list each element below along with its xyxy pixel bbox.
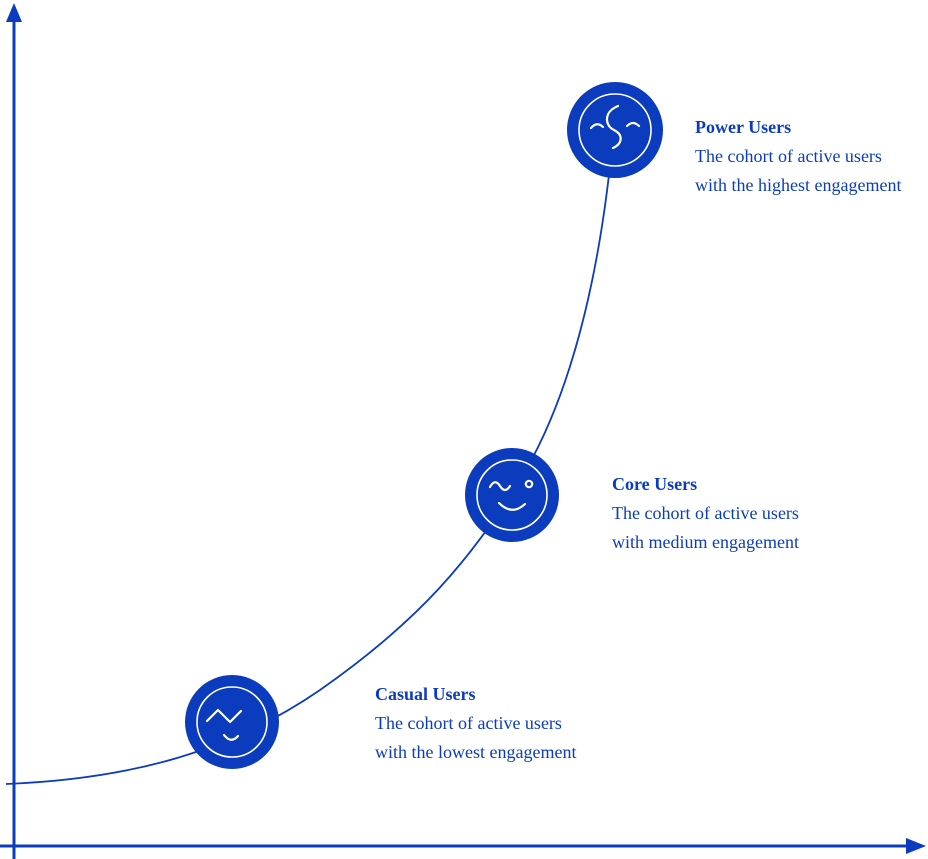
power-users-description: The cohort of active users with the high… [695,146,902,195]
casual-users-badge [185,675,279,769]
casual-users-description: The cohort of active users with the lowe… [375,713,577,762]
power-users-label: Power Users The cohort of active users w… [695,113,917,200]
core-users-title: Core Users [612,474,698,494]
casual-users-label: Casual Users The cohort of active users … [375,680,587,767]
core-users-badge [465,448,559,542]
core-face-icon [488,479,534,511]
core-users-description: The cohort of active users with medium e… [612,503,799,552]
casual-users-title: Casual Users [375,684,476,704]
y-axis [6,3,22,859]
badge-inner-ring [196,686,268,758]
casual-face-icon [205,708,243,741]
badge-inner-ring [578,93,652,167]
badge-inner-ring [476,459,548,531]
power-users-title: Power Users [695,117,792,137]
x-axis-arrow-icon [906,838,926,854]
core-users-label: Core Users The cohort of active users wi… [612,470,822,557]
growth-curve [5,99,617,785]
y-axis-arrow-icon [6,3,22,22]
power-users-badge [567,82,663,178]
x-axis [0,838,926,854]
power-face-icon [589,104,641,150]
